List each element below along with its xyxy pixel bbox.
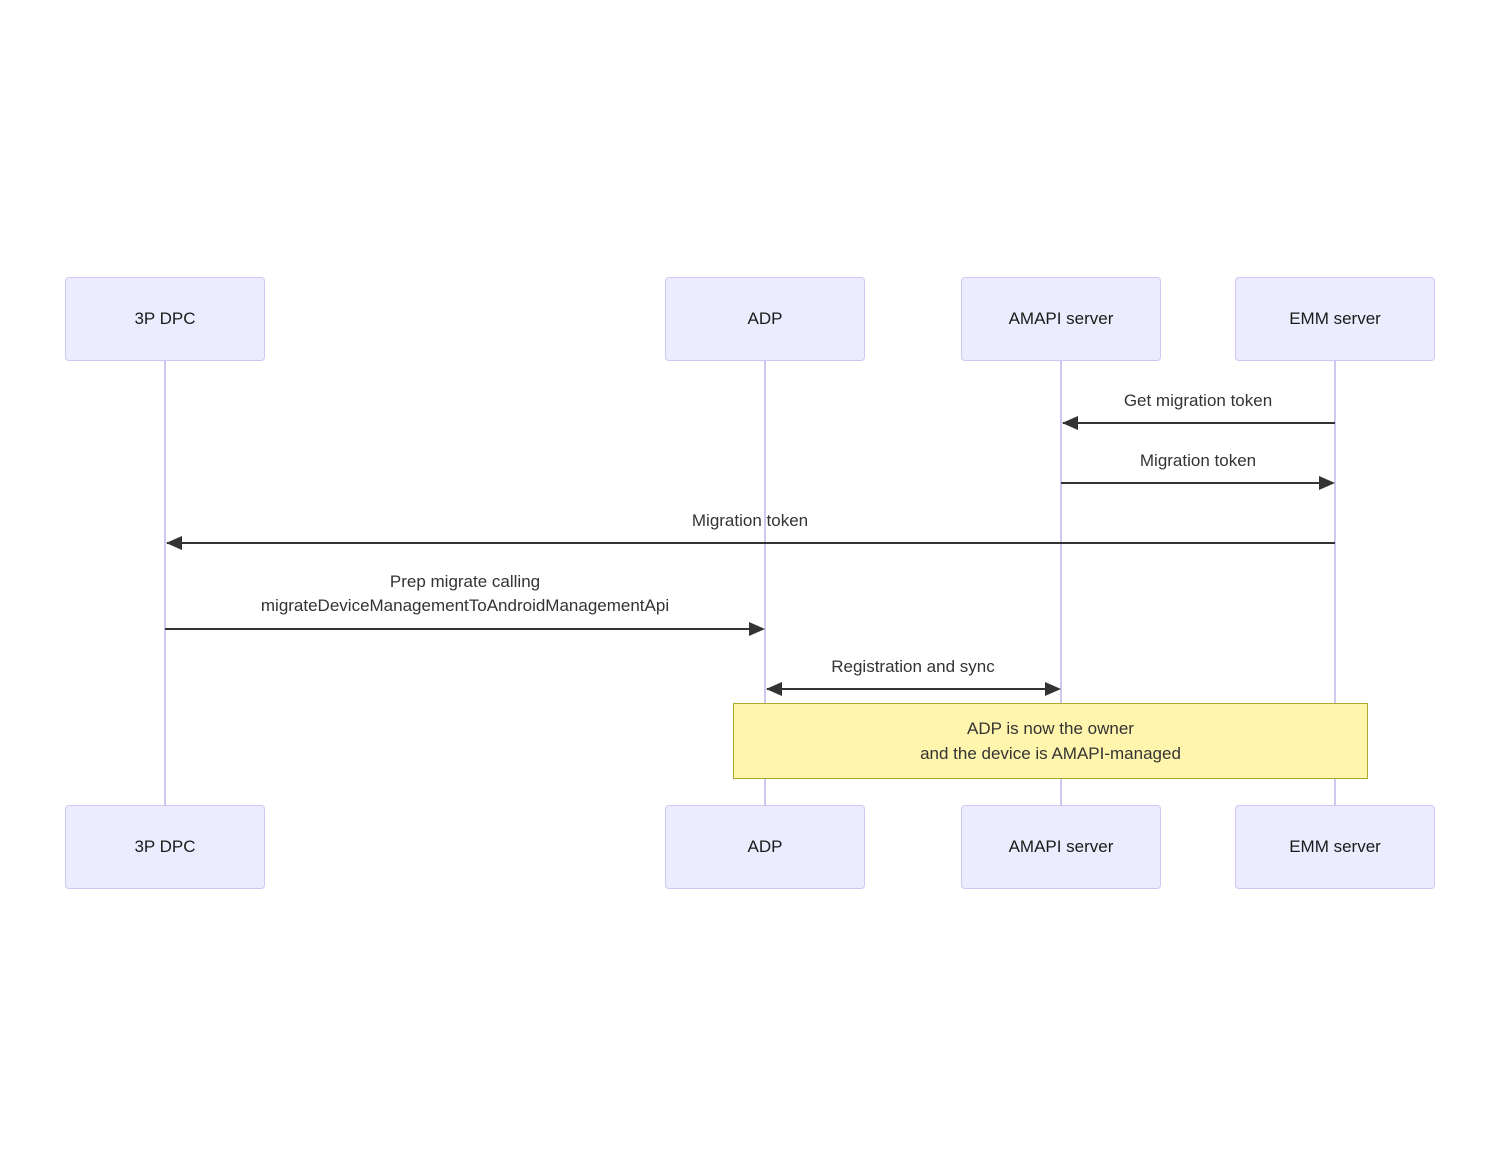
lifeline-adp xyxy=(764,360,766,806)
message-get-migration-token-label: Get migration token xyxy=(1123,391,1273,410)
message-migration-token-to-dpc-label: Migration token xyxy=(691,511,809,530)
actor-label: AMAPI server xyxy=(1008,309,1114,328)
message-line-1: Prep migrate calling xyxy=(389,572,541,591)
actor-bottom-adp: ADP xyxy=(665,805,865,889)
arrowhead-left-icon xyxy=(766,682,782,696)
lifeline-emm-server xyxy=(1334,360,1336,806)
actor-label: EMM server xyxy=(1289,309,1381,328)
arrowhead-right-icon xyxy=(1045,682,1061,696)
arrowhead-left-icon xyxy=(1062,416,1078,430)
arrowhead-left-icon xyxy=(166,536,182,550)
message-line-2: migrateDeviceManagementToAndroidManageme… xyxy=(260,596,670,615)
actor-label: 3P DPC xyxy=(134,309,196,328)
message-registration-and-sync-arrow xyxy=(767,688,1049,690)
actor-label: ADP xyxy=(747,837,783,856)
message-registration-and-sync-label: Registration and sync xyxy=(831,657,995,676)
note-box: ADP is now the owner and the device is A… xyxy=(733,703,1368,779)
message-migration-token-label: Migration token xyxy=(1139,451,1257,470)
actor-label: 3P DPC xyxy=(134,837,196,856)
actor-top-3p-dpc: 3P DPC xyxy=(65,277,265,361)
message-migration-token-arrow xyxy=(1061,482,1323,484)
actor-label: EMM server xyxy=(1289,837,1381,856)
actor-top-amapi-server: AMAPI server xyxy=(961,277,1161,361)
arrowhead-right-icon xyxy=(1319,476,1335,490)
actor-top-emm-server: EMM server xyxy=(1235,277,1435,361)
actor-bottom-emm-server: EMM server xyxy=(1235,805,1435,889)
arrowhead-right-icon xyxy=(749,622,765,636)
message-migration-token-to-dpc-arrow xyxy=(167,542,1335,544)
lifeline-amapi-server xyxy=(1060,360,1062,806)
lifeline-3p-dpc xyxy=(164,360,166,806)
actor-label: AMAPI server xyxy=(1008,837,1114,856)
actor-label: ADP xyxy=(747,309,783,328)
note-line-2: and the device is AMAPI-managed xyxy=(920,744,1181,763)
message-prep-migrate-arrow xyxy=(165,628,753,630)
actor-top-adp: ADP xyxy=(665,277,865,361)
message-prep-migrate-label: Prep migrate calling migrateDeviceManage… xyxy=(165,570,765,618)
message-get-migration-token-arrow xyxy=(1063,422,1335,424)
actor-bottom-amapi-server: AMAPI server xyxy=(961,805,1161,889)
note-line-1: ADP is now the owner xyxy=(967,719,1134,738)
actor-bottom-3p-dpc: 3P DPC xyxy=(65,805,265,889)
